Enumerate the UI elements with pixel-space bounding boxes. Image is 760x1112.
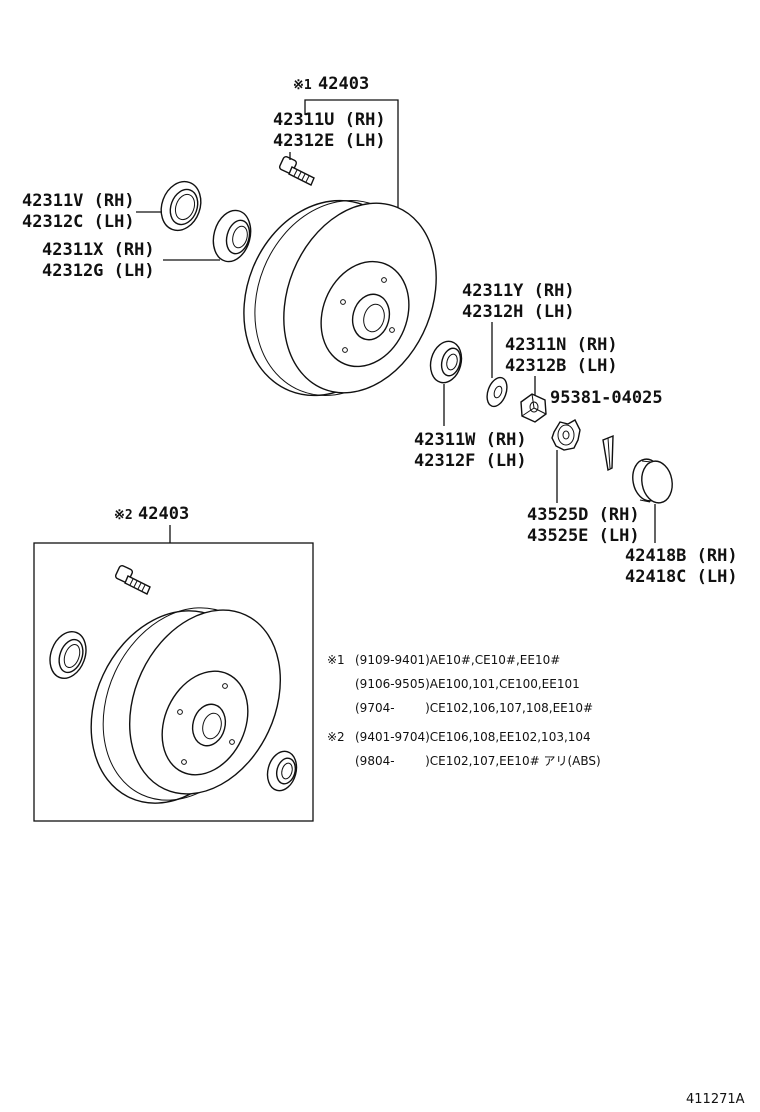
note-2-text: (9106-9505)AE100,101,CE100,EE101 [355, 677, 580, 691]
lower-oil-seal [49, 631, 87, 679]
brake-drum-upper [243, 199, 437, 397]
assembly-bracket [304, 99, 399, 222]
note-5-text: (9804- )CE102,107,EE10# アリ(ABS) [355, 754, 601, 768]
lower-assembly-number: 42403 [138, 504, 189, 524]
oil-seal [160, 180, 202, 232]
inner-bearing [212, 209, 252, 263]
hub-lh-label: 42312E (LH) [273, 131, 386, 151]
hub-nut [520, 393, 547, 423]
brake-drum-lower [90, 607, 282, 804]
cotter-pin [602, 434, 614, 472]
grease-cap [632, 458, 673, 504]
note-4-mark: ※2 [327, 730, 345, 744]
lower-hub-bolt [114, 564, 151, 595]
nut-rh-label: 42311N (RH) [505, 335, 618, 355]
inner-bearing-lh-label: 42312G (LH) [42, 261, 155, 281]
nut-lh-label: 42312B (LH) [505, 356, 618, 376]
lower-assembly: ※2 42403 [33, 504, 314, 822]
upper-assembly: ※1 42403 42311U (RH) 42312E (LH) 42311V … [22, 74, 738, 587]
seal-rh-label: 42311V (RH) [22, 191, 135, 211]
grease-cap-rh-label: 42418B (RH) [625, 546, 738, 566]
lower-assembly-frame [33, 542, 314, 822]
note-1-mark: ※1 [327, 653, 345, 667]
note-1-text: (9109-9401)AE10#,CE10#,EE10# [355, 653, 560, 667]
hub-rh-label: 42311U (RH) [273, 110, 386, 130]
washer-rh-label: 42311Y (RH) [462, 281, 575, 301]
grease-cap-lh-label: 42418C (LH) [625, 567, 738, 587]
note-3-text: (9704- )CE102,106,107,108,EE10# [355, 701, 593, 715]
lock-cap-lh-label: 43525E (LH) [527, 526, 640, 546]
upper-ref-mark: ※1 [293, 78, 312, 93]
cotter-pin-label: 95381-04025 [550, 388, 663, 408]
lock-cap [551, 419, 581, 451]
washer-lh-label: 42312H (LH) [462, 302, 575, 322]
outer-bearing [429, 340, 463, 384]
lower-outer-bearing [266, 750, 298, 792]
diagram-code: 411271A [686, 1092, 745, 1107]
outer-bearing-rh-label: 42311W (RH) [414, 430, 527, 450]
note-4-text: (9401-9704)CE106,108,EE102,103,104 [355, 730, 591, 744]
thrust-washer [486, 376, 508, 408]
applicability-notes: ※1 (9109-9401)AE10#,CE10#,EE10# (9106-95… [327, 653, 601, 768]
hub-bolt [278, 152, 315, 186]
seal-lh-label: 42312C (LH) [22, 212, 135, 232]
inner-bearing-rh-label: 42311X (RH) [42, 240, 155, 260]
outer-bearing-lh-label: 42312F (LH) [414, 451, 527, 471]
upper-assembly-number: 42403 [318, 74, 369, 94]
lower-ref-mark: ※2 [114, 508, 133, 523]
lock-cap-rh-label: 43525D (RH) [527, 505, 640, 525]
